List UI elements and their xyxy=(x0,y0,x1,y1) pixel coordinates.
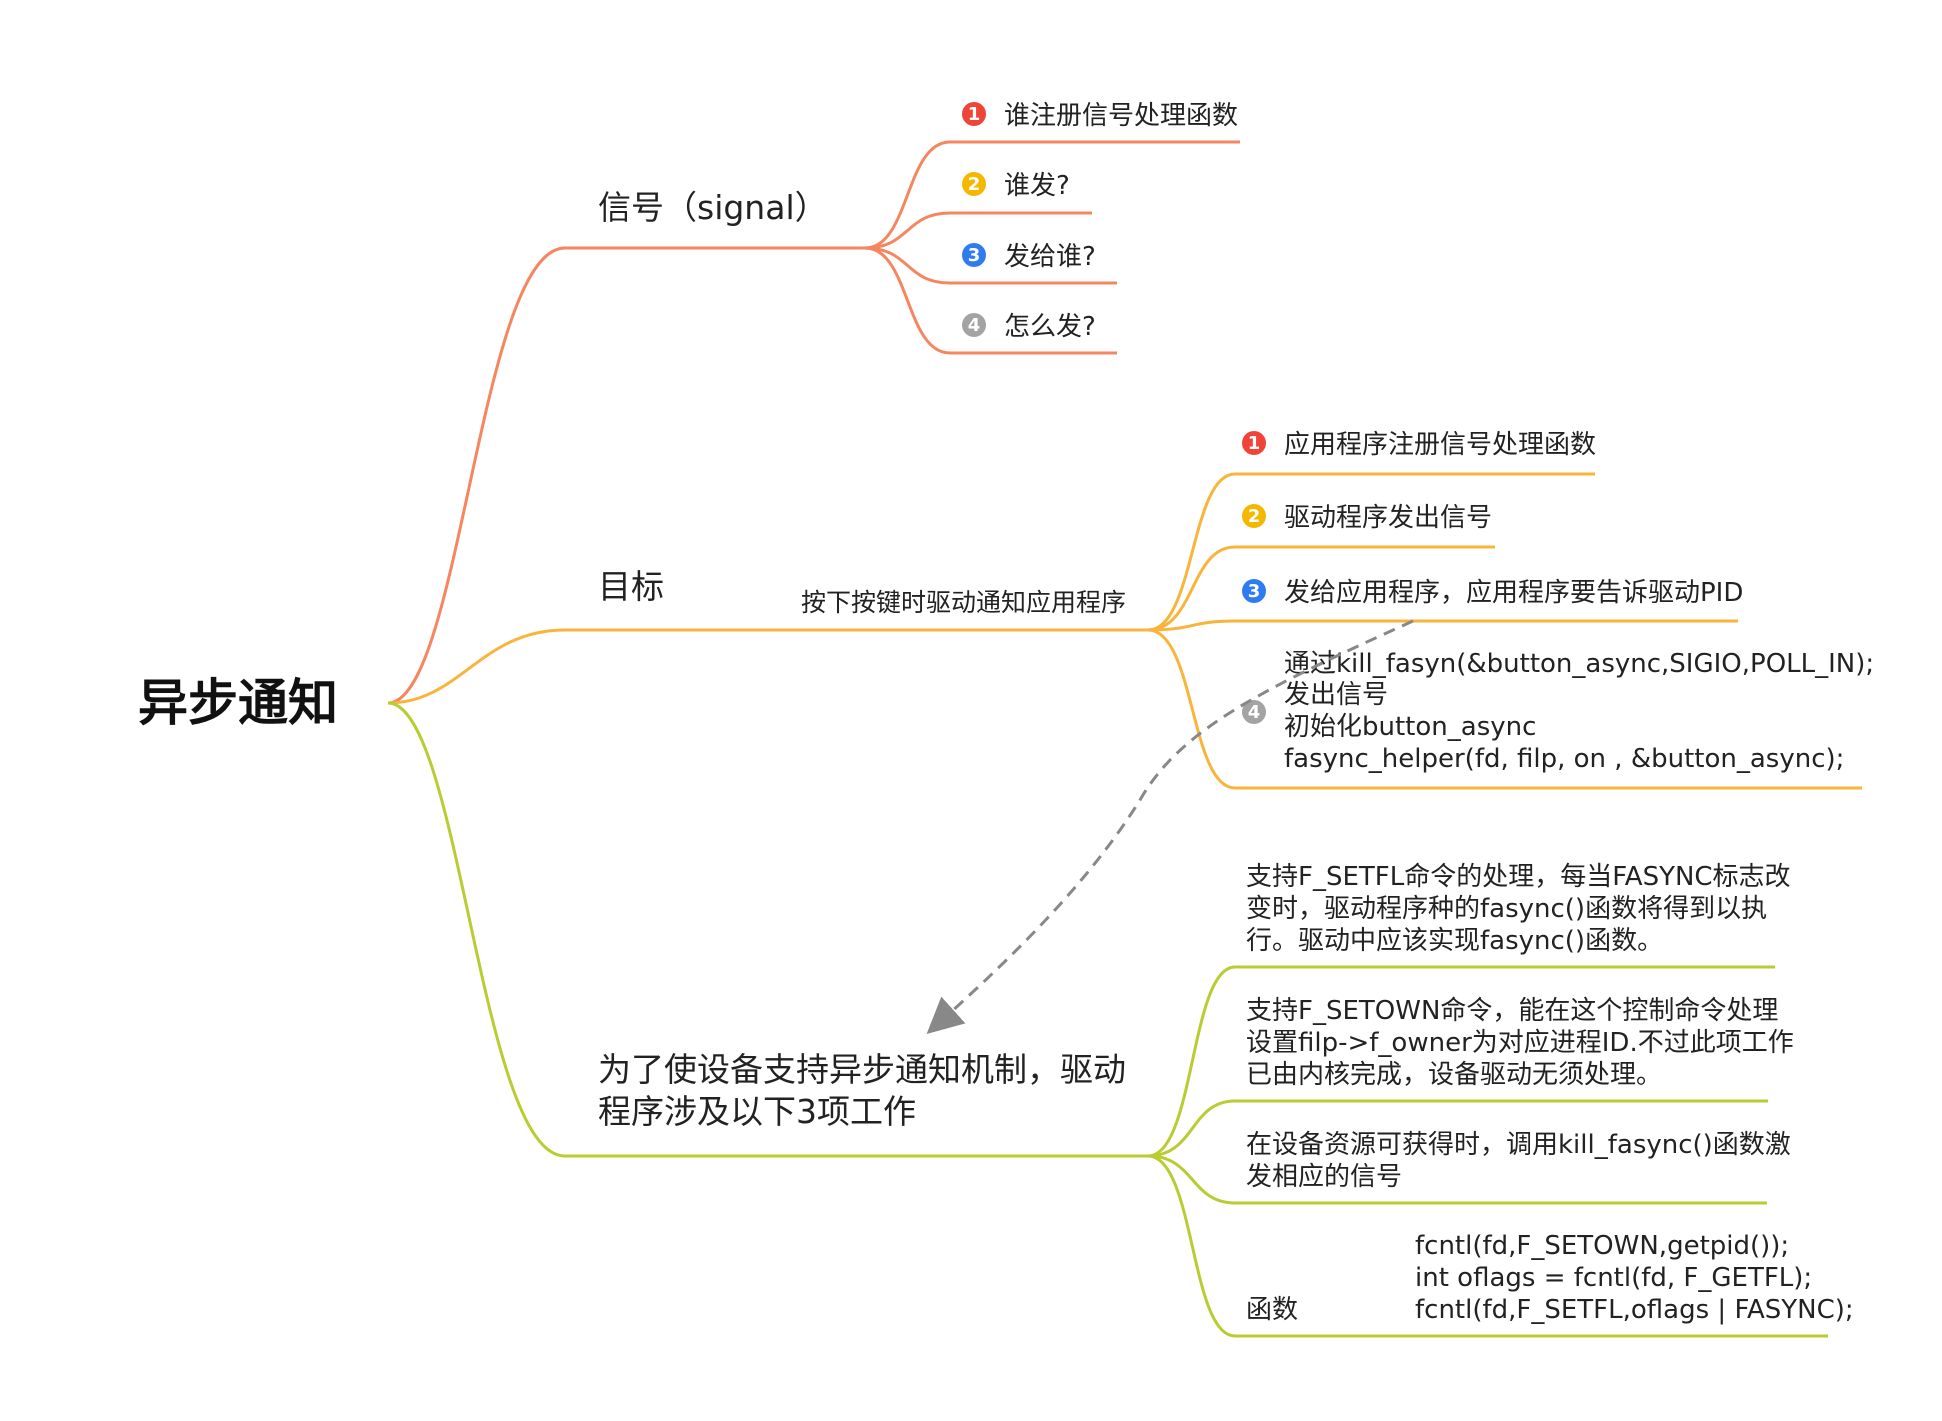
branch-title-work-line-2[interactable]: 程序涉及以下3项工作 xyxy=(598,1092,916,1131)
work-leaf-lines xyxy=(1147,965,1828,1338)
badge-number: 4 xyxy=(968,315,981,336)
badge-3-icon xyxy=(1242,579,1266,603)
branch-line-goal xyxy=(387,628,1148,705)
badge-4-icon xyxy=(1242,700,1266,724)
work-item-1-line-2: 变时，驱动程序种的fasync()函数将得到以执 xyxy=(1246,894,1767,924)
signal-item-3[interactable]: 3 发给谁? xyxy=(962,242,1096,272)
goal-item-1-label: 应用程序注册信号处理函数 xyxy=(1284,430,1596,460)
main-branch-lines xyxy=(387,246,1148,1158)
badge-number: 4 xyxy=(1248,702,1261,723)
badge-number: 2 xyxy=(968,174,981,195)
goal-item-3-label: 发给应用程序，应用程序要告诉驱动PID xyxy=(1284,578,1743,608)
goal-item-3[interactable]: 3 发给应用程序，应用程序要告诉驱动PID xyxy=(1242,578,1743,608)
signal-item-2[interactable]: 2 谁发? xyxy=(962,171,1070,201)
work-item-2[interactable]: 支持F_SETOWN命令，能在这个控制命令处理 设置filp->f_owner为… xyxy=(1246,996,1794,1090)
work-item-4-code-2: int oflags = fcntl(fd, F_GETFL); xyxy=(1415,1263,1812,1293)
goal-item-4-line-3: 初始化button_async xyxy=(1284,712,1536,742)
work-item-4-label: 函数 xyxy=(1246,1295,1298,1325)
badge-number: 1 xyxy=(1248,433,1261,454)
badge-number: 3 xyxy=(968,245,981,266)
work-item-2-line-1: 支持F_SETOWN命令，能在这个控制命令处理 xyxy=(1246,996,1778,1026)
relationship-dashed-arrow[interactable] xyxy=(926,619,1414,1035)
signal-item-3-label: 发给谁? xyxy=(1004,242,1096,272)
branch-title-goal[interactable]: 目标 xyxy=(598,567,664,606)
work-item-4[interactable]: 函数 fcntl(fd,F_SETOWN,getpid()); int ofla… xyxy=(1246,1231,1854,1325)
work-item-2-line-2: 设置filp->f_owner为对应进程ID.不过此项工作 xyxy=(1246,1028,1794,1058)
branch-title-work-line-1[interactable]: 为了使设备支持异步通知机制，驱动 xyxy=(598,1050,1126,1089)
goal-item-4[interactable]: 4 通过kill_fasyn(&button_async,SIGIO,POLL_… xyxy=(1242,649,1874,774)
branch-line-work xyxy=(387,701,1148,1158)
badge-3-icon xyxy=(962,243,986,267)
badge-number: 1 xyxy=(968,104,981,125)
badge-number: 3 xyxy=(1248,581,1261,602)
signal-item-4-label: 怎么发? xyxy=(1004,312,1096,342)
work-item-1[interactable]: 支持F_SETFL命令的处理，每当FASYNC标志改 变时，驱动程序种的fasy… xyxy=(1246,862,1791,956)
badge-2-icon xyxy=(1242,504,1266,528)
work-item-1-line-3: 行。驱动中应该实现fasync()函数。 xyxy=(1246,926,1663,956)
work-item-4-code-3: fcntl(fd,F_SETFL,oflags | FASYNC); xyxy=(1415,1295,1854,1325)
signal-item-1-label: 谁注册信号处理函数 xyxy=(1004,101,1238,131)
branch-title-signal[interactable]: 信号（signal） xyxy=(598,188,828,227)
goal-leaf-lines xyxy=(1147,472,1862,790)
work-item-4-code-1: fcntl(fd,F_SETOWN,getpid()); xyxy=(1415,1231,1789,1261)
goal-item-4-line-1: 通过kill_fasyn(&button_async,SIGIO,POLL_IN… xyxy=(1284,649,1874,679)
signal-item-2-label: 谁发? xyxy=(1004,171,1070,201)
badge-2-icon xyxy=(962,172,986,196)
badge-1-icon xyxy=(962,102,986,126)
badge-number: 2 xyxy=(1248,506,1261,527)
work-item-2-line-3: 已由内核完成，设备驱动无须处理。 xyxy=(1246,1060,1662,1090)
branch-line-signal xyxy=(387,246,865,705)
goal-subtitle[interactable]: 按下按键时驱动通知应用程序 xyxy=(801,588,1126,617)
root-title[interactable]: 异步通知 xyxy=(138,674,338,732)
work-item-3[interactable]: 在设备资源可获得时，调用kill_fasync()函数激 发相应的信号 xyxy=(1246,1130,1791,1192)
work-item-3-line-2: 发相应的信号 xyxy=(1246,1162,1402,1192)
goal-item-4-line-4: fasync_helper(fd, filp, on , &button_asy… xyxy=(1284,744,1844,774)
work-item-1-line-1: 支持F_SETFL命令的处理，每当FASYNC标志改 xyxy=(1246,862,1791,892)
goal-item-2-label: 驱动程序发出信号 xyxy=(1284,503,1492,533)
signal-leaf-lines xyxy=(864,140,1240,355)
badge-1-icon xyxy=(1242,431,1266,455)
goal-item-2[interactable]: 2 驱动程序发出信号 xyxy=(1242,503,1492,533)
work-item-3-line-1: 在设备资源可获得时，调用kill_fasync()函数激 xyxy=(1246,1130,1791,1160)
signal-item-1[interactable]: 1 谁注册信号处理函数 xyxy=(962,101,1238,131)
badge-4-icon xyxy=(962,313,986,337)
signal-item-4[interactable]: 4 怎么发? xyxy=(962,312,1096,342)
goal-item-1[interactable]: 1 应用程序注册信号处理函数 xyxy=(1242,430,1596,460)
goal-item-4-line-2: 发出信号 xyxy=(1284,680,1388,710)
